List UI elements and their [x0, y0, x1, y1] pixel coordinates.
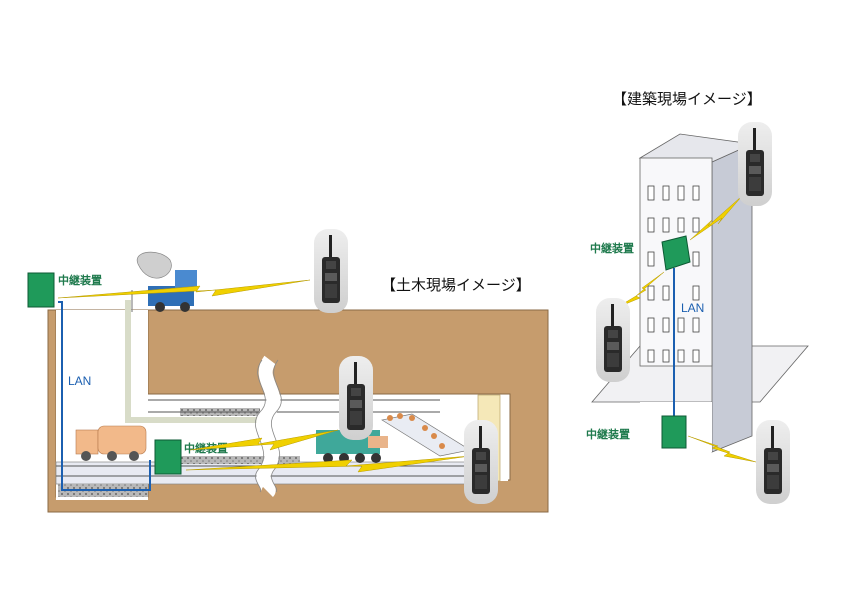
- lan-cable: [58, 301, 151, 491]
- building-title: 【建築現場イメージ】: [612, 90, 762, 108]
- relay-label-building-lower: 中継装置: [586, 427, 630, 441]
- relay-icon: [661, 235, 691, 271]
- radio-icon: [314, 229, 348, 313]
- relay-label-building-upper: 中継装置: [590, 241, 634, 255]
- lightning-icon: [57, 279, 311, 299]
- section-break: [256, 355, 281, 497]
- building: [638, 133, 754, 453]
- lightning-icon: [189, 429, 339, 451]
- pipe: [125, 300, 270, 423]
- relay-icon: [661, 415, 687, 449]
- lan-label-civil: LAN: [68, 374, 91, 388]
- radio-icon: [464, 420, 498, 504]
- radio-icon: [738, 122, 772, 206]
- radio-icon: [756, 420, 790, 504]
- civil-title: 【土木現場イメージ】: [381, 276, 531, 294]
- lan-label-building: LAN: [681, 301, 704, 315]
- relay-icon: [154, 439, 182, 475]
- radio-icon: [596, 298, 630, 382]
- radio-icon: [339, 356, 373, 440]
- crane-truck-icon: [131, 251, 197, 312]
- mixer-truck-icon: [75, 425, 147, 461]
- building-site: 【建築現場イメージ】 LAN 中継装置 中継装置: [586, 90, 809, 504]
- relay-label-civil-top: 中継装置: [58, 273, 102, 287]
- relay-icon: [27, 272, 55, 308]
- civil-site: LAN 中継装置: [27, 229, 549, 513]
